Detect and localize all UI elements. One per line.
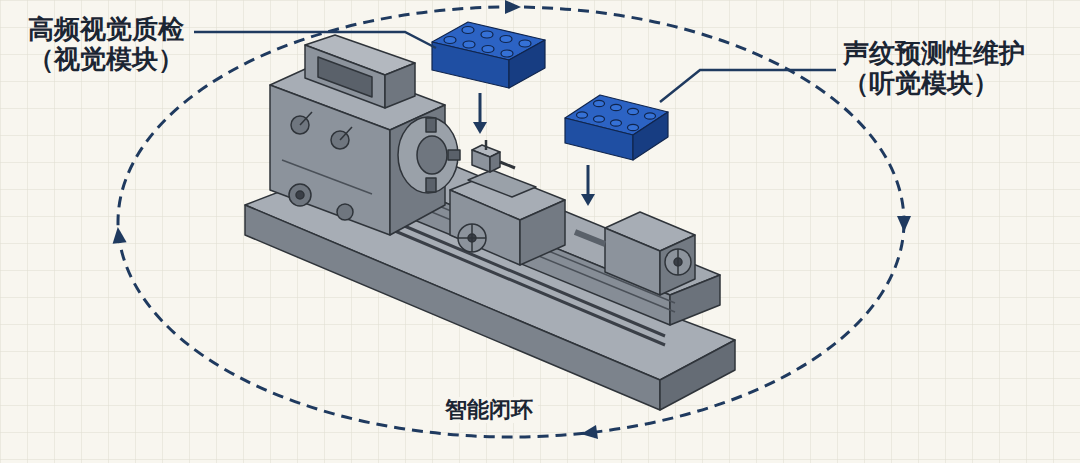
lathe-part: [485, 140, 488, 150]
hearing-arrow-part: [587, 165, 590, 196]
vision-arrow-part: [473, 122, 487, 134]
hearing-module-brick-part-part: [628, 108, 639, 114]
hearing-module-brick-part: [565, 118, 633, 160]
hearing-module-brick-part-part: [594, 100, 605, 106]
lathe-part: [426, 178, 436, 192]
vision-module-brick-part: [444, 27, 531, 58]
vision-module-brick-part-part: [482, 46, 494, 53]
vision-module-brick-part-part: [444, 37, 456, 44]
vision-module-brick-part-part: [500, 36, 512, 43]
hearing-module-brick-part-part: [628, 124, 639, 130]
lathe-part: [472, 150, 490, 172]
hearing-module-brick-part: [633, 112, 668, 160]
vision-module-brick-part: [432, 42, 509, 88]
hearing-module-brick-part-part: [611, 120, 622, 126]
hearing-module-brick-part-part: [577, 112, 588, 118]
hearing-module-brick-part-part: [611, 104, 622, 110]
lathe-part: [677, 249, 679, 275]
lathe-part: [458, 224, 486, 252]
lathe-part: [305, 45, 385, 108]
leader-line: [660, 70, 836, 102]
lathe-part: [605, 228, 660, 295]
vision-module-brick-part-part: [501, 50, 513, 57]
lathe-part: [340, 127, 352, 140]
leader-line: [194, 32, 436, 48]
lathe-part: [417, 136, 447, 174]
loop-label: 智能闭环: [440, 397, 538, 423]
lathe-part: [448, 150, 460, 160]
hearing-module-brick-part-part: [645, 113, 656, 119]
lathe-part: [450, 190, 520, 265]
lathe-part: [300, 112, 312, 125]
lathe-part: [337, 204, 353, 220]
lathe: [245, 35, 735, 410]
module-label: 高频视觉质检 （视觉模块）: [28, 14, 215, 74]
lathe-part: [245, 180, 735, 380]
lathe-part: [490, 152, 500, 172]
lathe-part: [289, 184, 311, 206]
hearing-module-brick-part-part: [594, 116, 605, 122]
loop-ellipse-part: [118, 7, 904, 437]
lathe-part: [520, 200, 565, 265]
loop-ellipse-part: [113, 227, 127, 244]
lathe-part: [660, 340, 735, 410]
lathe-part: [458, 237, 486, 239]
lathe-part: [468, 170, 536, 197]
hearing-arrow: [581, 165, 595, 206]
module-label: 声纹预测性维护 （听觉模块）: [843, 38, 1038, 98]
hearing-module-brick: [565, 95, 668, 160]
hearing-module-brick-part: [577, 100, 656, 130]
lathe-part: [270, 85, 390, 235]
lathe-part: [575, 232, 605, 244]
vision-arrow-part: [479, 93, 482, 124]
loop-ellipse-part: [505, 0, 521, 14]
vision-module-brick-part: [509, 40, 545, 88]
loop-ellipse: [113, 0, 911, 439]
vision-module-brick-part-part: [481, 31, 493, 38]
lathe-part: [282, 160, 372, 194]
lathe-part: [318, 57, 372, 97]
vision-module-brick-part-part: [462, 27, 474, 34]
vision-module-brick-part-part: [519, 40, 531, 47]
lathe-part: [296, 191, 304, 199]
vision-module-brick: [432, 22, 545, 88]
lathe-part: [385, 63, 415, 108]
lathe-part: [500, 162, 515, 168]
loop-ellipse-part: [581, 425, 598, 439]
lathe-part: [660, 235, 695, 295]
loop-ellipse-part: [897, 216, 911, 232]
vision-module-brick-part-part: [463, 41, 475, 48]
hearing-arrow-part: [581, 194, 595, 206]
vision-arrow: [473, 93, 487, 134]
lathe-part: [665, 249, 691, 275]
lathe-part: [426, 118, 436, 132]
